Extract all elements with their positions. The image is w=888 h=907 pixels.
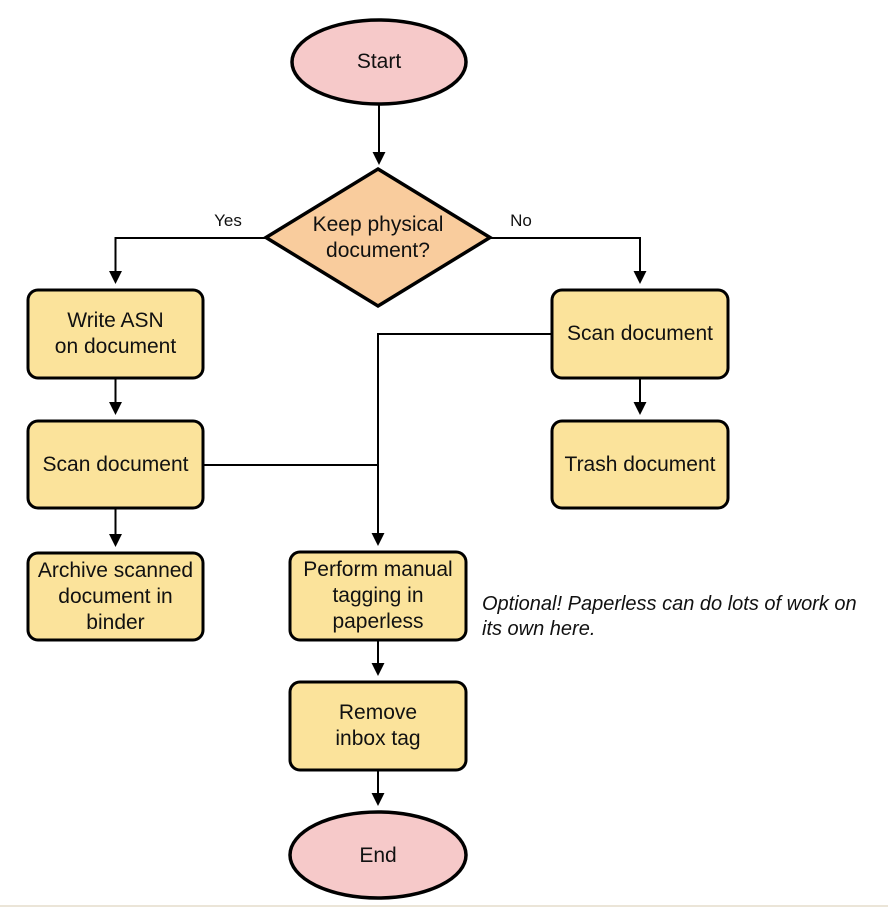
node-scan-left-shape bbox=[26, 419, 205, 510]
bottom-divider bbox=[0, 905, 888, 907]
edge-label-no: No bbox=[510, 211, 532, 230]
node-write-asn-label: Write ASN on document bbox=[54, 309, 177, 358]
node-tagging-label: Perform manual tagging in paperless bbox=[303, 558, 453, 633]
node-scan-left-label: Scan document bbox=[42, 452, 189, 476]
node-tagging-shape bbox=[288, 550, 468, 642]
node-archive-shape bbox=[26, 551, 205, 642]
edge-decision-yes-to-write-asn bbox=[109, 237, 266, 284]
node-start-label: Start bbox=[356, 50, 402, 73]
node-decision-shape bbox=[262, 166, 494, 309]
node-scan-right-shape bbox=[550, 288, 730, 380]
node-remove-inbox-label: Remove inbox tag bbox=[335, 701, 421, 750]
node-end-shape bbox=[288, 810, 468, 900]
edge-label-yes: Yes bbox=[214, 211, 242, 230]
node-decision-label: Keep physical document? bbox=[312, 212, 444, 262]
node-end-label: End bbox=[359, 843, 397, 867]
node-trash-shape bbox=[550, 419, 730, 510]
node-scan-right-label: Scan document bbox=[567, 322, 713, 345]
node-archive-label: Archive scanned document in binder bbox=[37, 558, 194, 634]
node-start-shape bbox=[290, 18, 468, 106]
node-trash-label: Trash document bbox=[564, 452, 716, 476]
optional-annotation: Optional! Paperless can do lots of work … bbox=[482, 593, 857, 640]
node-remove-inbox-shape bbox=[288, 680, 468, 772]
edge-scan-right-to-tagging bbox=[371, 333, 552, 546]
edge-decision-no-to-scan-right bbox=[490, 237, 647, 284]
node-write-asn-shape bbox=[26, 288, 205, 380]
